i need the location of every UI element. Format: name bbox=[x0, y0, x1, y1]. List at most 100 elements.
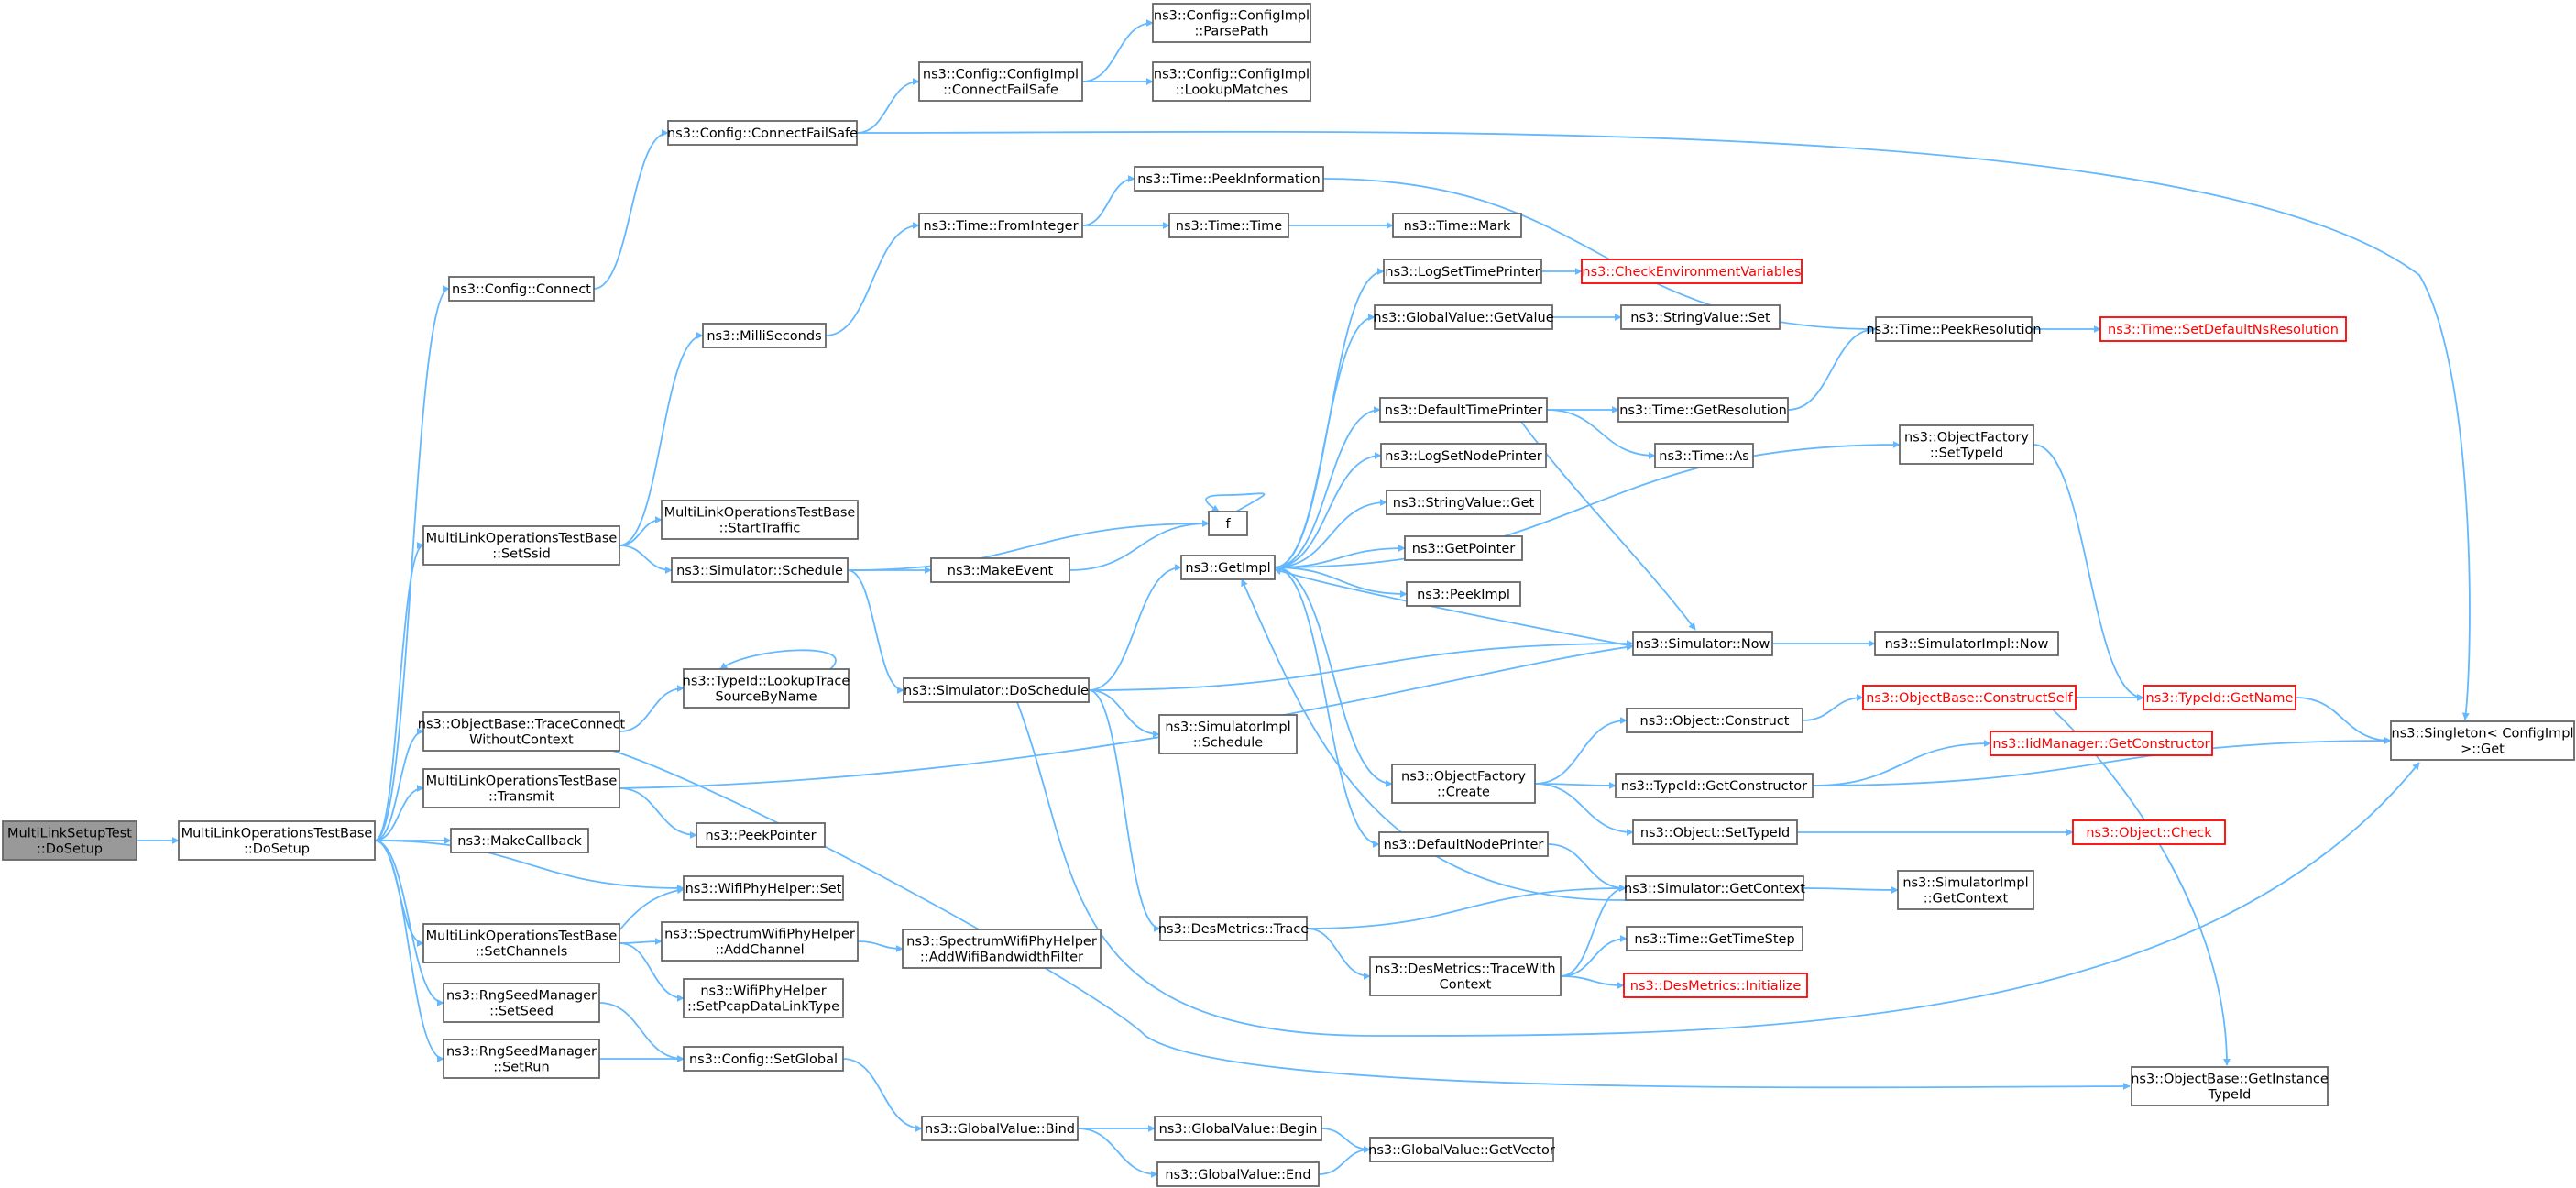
node-setssid[interactable]: MultiLinkOperationsTestBase::SetSsid bbox=[422, 525, 620, 566]
node-addwifibw[interactable]: ns3::SpectrumWifiPhyHelper::AddWifiBandw… bbox=[902, 929, 1102, 969]
node-gvbegin[interactable]: ns3::GlobalValue::Begin bbox=[1154, 1116, 1322, 1141]
edge-dosetup-to-setrun bbox=[374, 840, 444, 1062]
node-box bbox=[1208, 511, 1248, 536]
node-svget[interactable]: ns3::StringValue::Get bbox=[1386, 490, 1541, 515]
node-getres[interactable]: ns3::Time::GetResolution bbox=[1617, 397, 1789, 423]
node-peekimpl[interactable]: ns3::PeekImpl bbox=[1406, 581, 1521, 607]
node-setseed[interactable]: ns3::RngSeedManager::SetSeed bbox=[443, 983, 600, 1023]
node-simimplnow[interactable]: ns3::SimulatorImpl::Now bbox=[1874, 631, 2059, 656]
node-ofsettypeid[interactable]: ns3::ObjectFactory::SetTypeId bbox=[1899, 424, 2034, 465]
node-objsettypeid[interactable]: ns3::Object::SetTypeId bbox=[1632, 820, 1798, 845]
node-peekinfo[interactable]: ns3::Time::PeekInformation bbox=[1134, 166, 1324, 192]
node-box bbox=[422, 711, 620, 752]
node-ofcreate[interactable]: ns3::ObjectFactory::Create bbox=[1391, 764, 1536, 804]
node-cfgconnectfs[interactable]: ns3::Config::ConnectFailSafe bbox=[667, 120, 858, 146]
node-logsetnp[interactable]: ns3::LogSetNodePrinter bbox=[1380, 443, 1547, 468]
node-label: ns3::StringValue::Set bbox=[1630, 311, 1770, 325]
node-setglobal[interactable]: ns3::Config::SetGlobal bbox=[683, 1046, 844, 1072]
node-label: ns3::MilliSeconds bbox=[707, 329, 821, 344]
node-lookupmatches[interactable]: ns3::Config::ConfigImpl::LookupMatches bbox=[1152, 61, 1311, 102]
node-gvgetvector[interactable]: ns3::GlobalValue::GetVector bbox=[1368, 1137, 1555, 1162]
node-implconnectfs[interactable]: ns3::Config::ConfigImpl::ConnectFailSafe bbox=[918, 61, 1083, 102]
node-transmit[interactable]: MultiLinkOperationsTestBase::Transmit bbox=[422, 768, 620, 808]
node-timemark[interactable]: ns3::Time::Mark bbox=[1392, 213, 1522, 238]
node-label: ns3::DesMetrics::TraceWith bbox=[1375, 962, 1555, 977]
node-getconstructor[interactable]: ns3::TypeId::GetConstructor bbox=[1615, 773, 1814, 798]
node-makecallback[interactable]: ns3::MakeCallback bbox=[450, 828, 589, 853]
node-destrace[interactable]: ns3::DesMetrics::Trace bbox=[1158, 916, 1309, 941]
node-box bbox=[1374, 304, 1553, 330]
node-gettimestep[interactable]: ns3::Time::GetTimeStep bbox=[1626, 926, 1803, 952]
node-svset[interactable]: ns3::StringValue::Set bbox=[1620, 304, 1781, 330]
node-singleton[interactable]: ns3::Singleton< ConfigImpl >::Get bbox=[2390, 720, 2575, 761]
edge-setseed-to-setglobal bbox=[598, 1002, 685, 1062]
node-timeas[interactable]: ns3::Time::As bbox=[1654, 443, 1754, 468]
node-label: ns3::Config::ConfigImpl bbox=[923, 68, 1079, 82]
node-simnow[interactable]: ns3::Simulator::Now bbox=[1632, 631, 1773, 656]
node-label: ::ConnectFailSafe bbox=[943, 83, 1058, 98]
node-logsettp[interactable]: ns3::LogSetTimePrinter bbox=[1383, 258, 1542, 284]
node-box bbox=[2390, 720, 2575, 761]
node-setpcap[interactable]: ns3::WifiPhyHelper::SetPcapDataLinkType bbox=[683, 978, 844, 1018]
node-getpointer[interactable]: ns3::GetPointer bbox=[1404, 535, 1523, 561]
node-doschedule[interactable]: ns3::Simulator::DoSchedule bbox=[903, 677, 1090, 703]
node-simimplgetctx[interactable]: ns3::SimulatorImpl::GetContext bbox=[1897, 870, 2034, 910]
node-objconstruct[interactable]: ns3::Object::Construct bbox=[1626, 708, 1803, 733]
node-getname[interactable]: ns3::TypeId::GetName bbox=[2143, 685, 2296, 710]
node-root[interactable]: MultiLinkSetupTest::DoSetup bbox=[2, 820, 137, 861]
edge-setglobal-to-gvbind bbox=[842, 1058, 923, 1132]
node-box bbox=[2, 820, 137, 861]
node-box bbox=[671, 557, 849, 583]
node-desinit[interactable]: ns3::DesMetrics::Initialize bbox=[1623, 973, 1808, 998]
node-setdefres[interactable]: ns3::Time::SetDefaultNsResolution bbox=[2099, 316, 2347, 342]
node-makeevent[interactable]: ns3::MakeEvent bbox=[930, 557, 1070, 583]
edge-defnp-to-simgetctx bbox=[1547, 843, 1627, 892]
node-gvend[interactable]: ns3::GlobalValue::End bbox=[1156, 1161, 1320, 1187]
node-setrun[interactable]: ns3::RngSeedManager::SetRun bbox=[443, 1039, 600, 1079]
node-peekres[interactable]: ns3::Time::PeekResolution bbox=[1866, 316, 2042, 342]
node-gvgetvalue[interactable]: ns3::GlobalValue::GetValue bbox=[1373, 304, 1554, 330]
node-label: ns3::WifiPhyHelper::Set bbox=[685, 882, 842, 896]
node-iidgetcons[interactable]: ns3::IidManager::GetConstructor bbox=[1990, 731, 2213, 756]
node-label: ns3::Object::Construct bbox=[1640, 714, 1790, 729]
node-peekpointer[interactable]: ns3::PeekPointer bbox=[696, 822, 826, 848]
node-setchannels[interactable]: MultiLinkOperationsTestBase::SetChannels bbox=[422, 923, 620, 963]
node-cfgconnect[interactable]: ns3::Config::Connect bbox=[448, 276, 595, 302]
node-objcheck[interactable]: ns3::Object::Check bbox=[2072, 820, 2226, 845]
node-box bbox=[902, 929, 1102, 969]
node-defnp[interactable]: ns3::DefaultNodePrinter bbox=[1378, 831, 1549, 857]
node-milliseconds[interactable]: ns3::MilliSeconds bbox=[702, 323, 827, 348]
node-label: ns3::MakeEvent bbox=[948, 564, 1054, 578]
node-dosetup[interactable]: MultiLinkOperationsTestBase::DoSetup bbox=[178, 820, 376, 861]
node-timetime[interactable]: ns3::Time::Time bbox=[1168, 213, 1289, 238]
node-label: ns3::LogSetNodePrinter bbox=[1385, 449, 1542, 464]
node-getimpl[interactable]: ns3::GetImpl bbox=[1180, 555, 1276, 580]
node-box bbox=[448, 276, 595, 302]
node-frominteger[interactable]: ns3::Time::FromInteger bbox=[918, 213, 1083, 238]
node-label: ns3::CheckEnvironmentVariables bbox=[1582, 265, 1801, 280]
node-checkenv[interactable]: ns3::CheckEnvironmentVariables bbox=[1581, 258, 1803, 284]
node-schedule[interactable]: ns3::Simulator::Schedule bbox=[671, 557, 849, 583]
node-wifiset[interactable]: ns3::WifiPhyHelper::Set bbox=[683, 875, 844, 901]
node-parsepath[interactable]: ns3::Config::ConfigImpl::ParsePath bbox=[1152, 3, 1311, 43]
node-box bbox=[683, 875, 844, 901]
node-constructself[interactable]: ns3::ObjectBase::ConstructSelf bbox=[1862, 685, 2077, 710]
node-simimplsched[interactable]: ns3::SimulatorImpl::Schedule bbox=[1158, 714, 1298, 754]
node-starttraffic[interactable]: MultiLinkOperationsTestBase::StartTraffi… bbox=[661, 500, 859, 540]
node-traceconn[interactable]: ns3::ObjectBase::TraceConnectWithoutCont… bbox=[418, 711, 626, 752]
node-simgetctx[interactable]: ns3::Simulator::GetContext bbox=[1624, 875, 1805, 901]
node-label: ns3::Time::Time bbox=[1176, 219, 1283, 234]
node-f[interactable]: f bbox=[1208, 511, 1248, 536]
node-box bbox=[1383, 258, 1542, 284]
node-box bbox=[1654, 443, 1754, 468]
node-box bbox=[1626, 926, 1803, 952]
node-deftp[interactable]: ns3::DefaultTimePrinter bbox=[1379, 397, 1548, 423]
node-gvbind[interactable]: ns3::GlobalValue::Bind bbox=[921, 1116, 1079, 1141]
node-label: ns3::Object::SetTypeId bbox=[1640, 826, 1790, 841]
node-label: ns3::GlobalValue::Bind bbox=[925, 1122, 1075, 1137]
node-box bbox=[1615, 773, 1814, 798]
node-addchannel[interactable]: ns3::SpectrumWifiPhyHelper::AddChannel bbox=[661, 921, 859, 962]
